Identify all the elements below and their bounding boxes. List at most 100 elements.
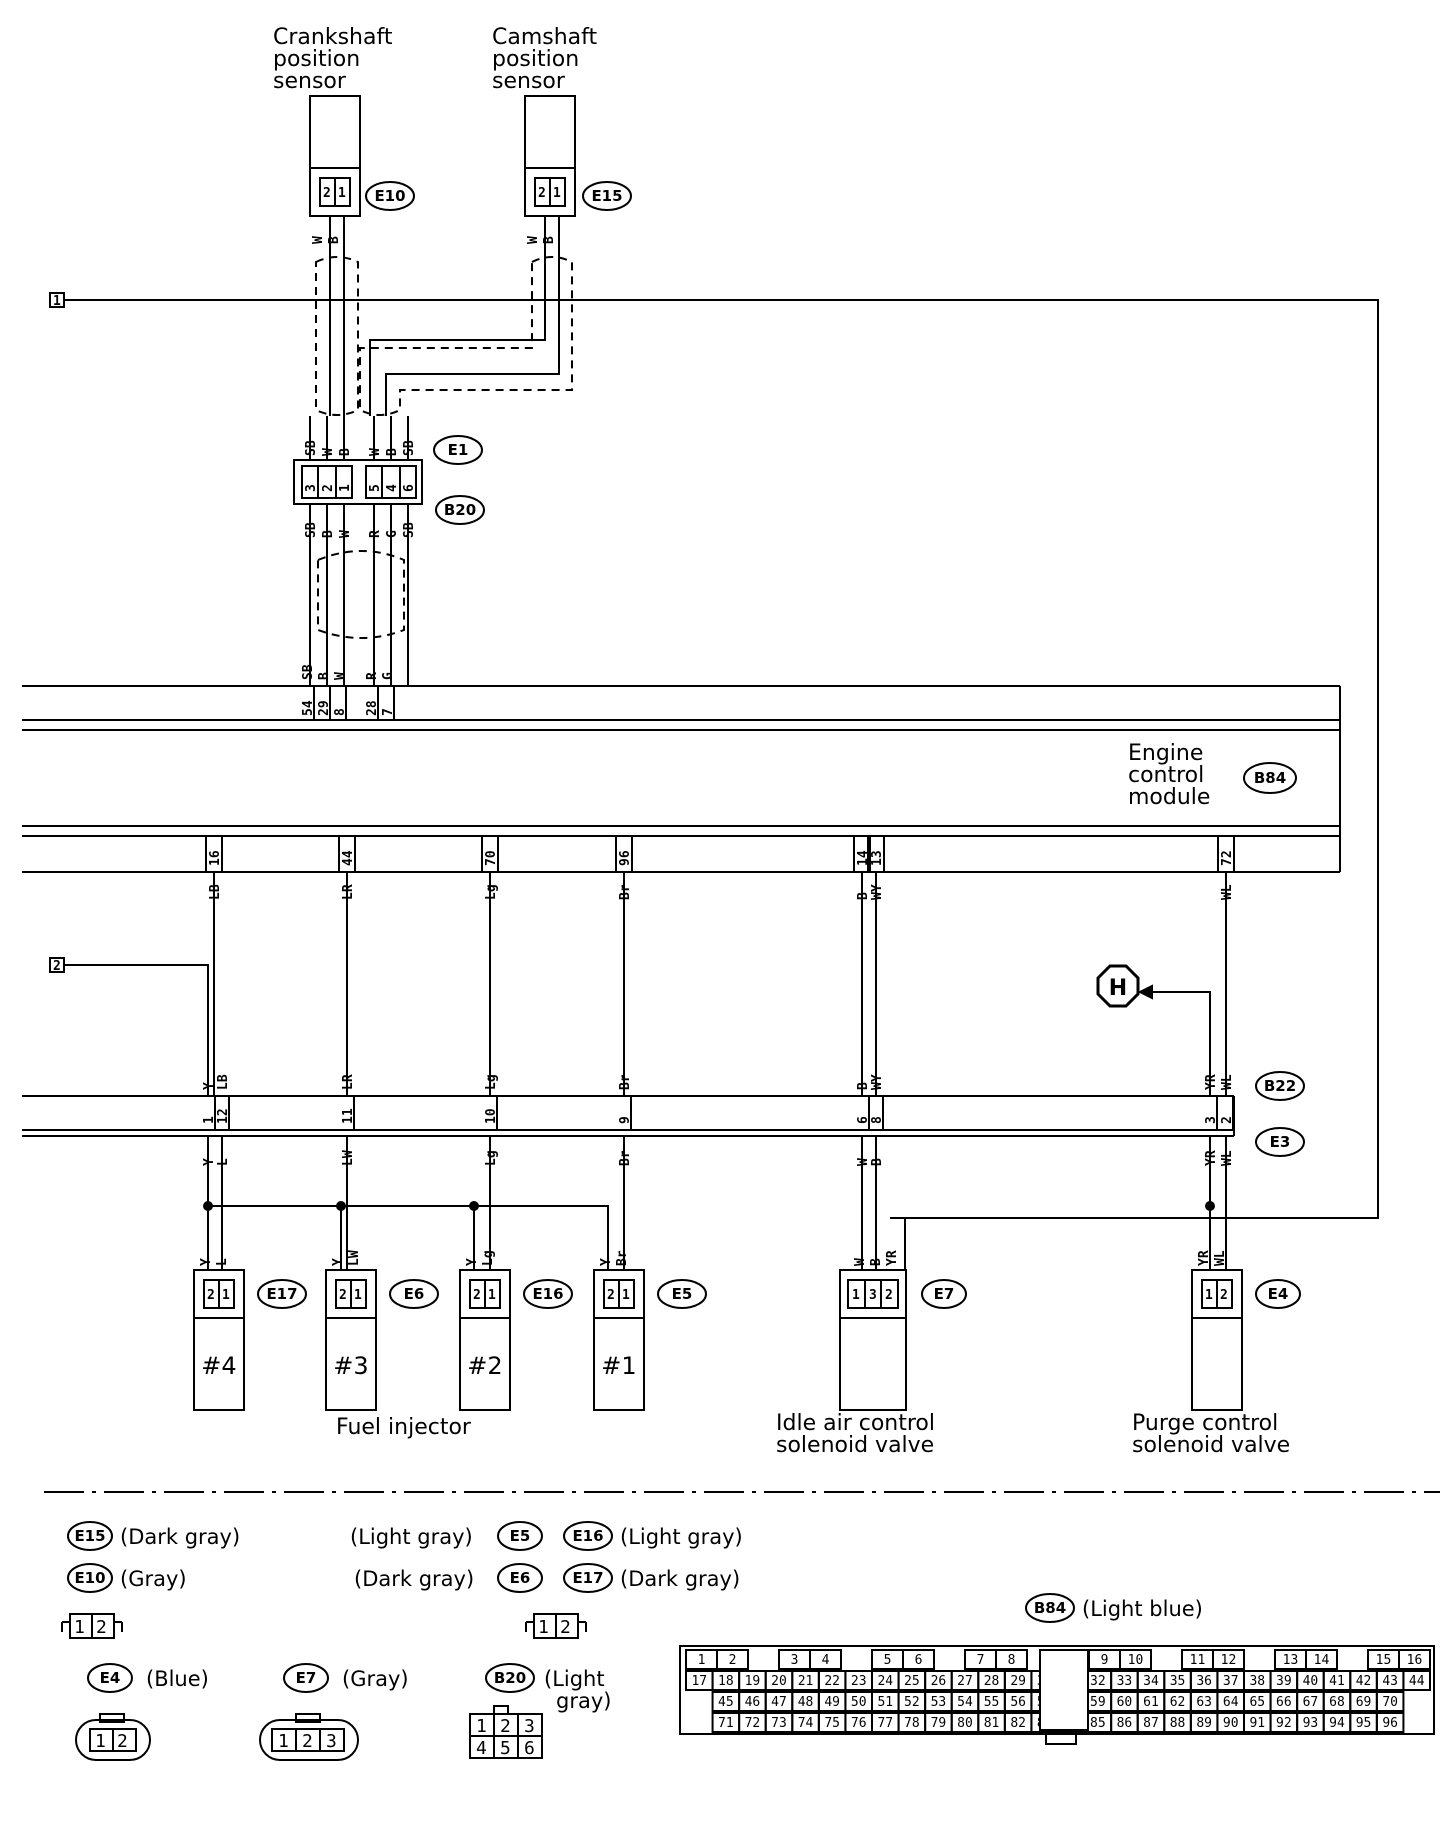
harness-lower-color: WL [1220, 1150, 1235, 1166]
b84-pin: 33 [1117, 1674, 1133, 1689]
harness-lower-color: Br [618, 1150, 633, 1166]
b84-pin: 2 [729, 1653, 737, 1668]
e15-id: E15 [591, 187, 622, 205]
legend-b84-id: B84 [1034, 1599, 1066, 1617]
ref-1-text: 1 [53, 294, 61, 309]
harness-pin-12: 12 [216, 1108, 231, 1124]
harness-pin-3: 3 [1204, 1116, 1219, 1124]
harness-upper-color: LB [216, 1074, 231, 1090]
harness-pin-6: 6 [856, 1116, 871, 1124]
legend-e10-color: (Gray) [120, 1567, 187, 1591]
ecm-bottom-color: LR [341, 884, 356, 900]
harness-upper-color: LR [341, 1074, 356, 1090]
harness-lower-color: Y [202, 1158, 217, 1166]
b84-pin: 23 [851, 1674, 867, 1689]
harness-pin-8: 8 [870, 1116, 885, 1124]
b84-pin: 11 [1190, 1653, 1206, 1668]
idle-valve-label-2: solenoid valve [776, 1433, 934, 1458]
legend-b20-pin1: 1 [476, 1716, 487, 1737]
legend-e15-id: E15 [74, 1527, 105, 1545]
b84-pin: 39 [1276, 1674, 1292, 1689]
b84-pin: 55 [984, 1695, 1000, 1710]
legend-b20-connector: 1 2 3 4 5 6 [469, 1705, 543, 1759]
junction-lower-color: G [385, 530, 400, 538]
b84-pin: 16 [1407, 1653, 1423, 1668]
purge-valve-label-1: Purge control [1132, 1411, 1278, 1436]
b84-pin: 42 [1356, 1674, 1372, 1689]
idle-valve-wire-color: W [853, 1258, 868, 1266]
b84-pin: 75 [824, 1716, 840, 1731]
legend-e15-color: (Dark gray) [120, 1525, 240, 1549]
injector-wire-color: Y [465, 1258, 480, 1266]
harness-upper-color: B [856, 1082, 871, 1090]
b84-pin: 90 [1223, 1716, 1239, 1731]
b84-pin: 73 [771, 1716, 787, 1731]
b84-pin: 66 [1276, 1695, 1292, 1710]
junction-lower-color: W [338, 530, 353, 538]
junction-pin-4: 4 [385, 484, 400, 492]
b84-pin: 77 [877, 1716, 893, 1731]
b84-pin: 62 [1170, 1695, 1186, 1710]
fuel-injector-label: Fuel injector [336, 1415, 472, 1440]
b84-pin: 40 [1303, 1674, 1319, 1689]
b84-pin: 21 [798, 1674, 814, 1689]
b84-pin: 17 [691, 1674, 707, 1689]
svg-text:2: 2 [323, 186, 331, 201]
e15-wire-b: B [542, 236, 557, 244]
ecm-label-3: module [1128, 785, 1210, 810]
harness-pin-10: 10 [484, 1108, 499, 1124]
b84-pin: 5 [884, 1653, 892, 1668]
ecm-top-color: W [333, 672, 348, 680]
purge-valve-wire-color: WL [1213, 1250, 1228, 1266]
ecm-top-pin-8: 8 [333, 708, 348, 716]
injector-wire-color: Lg [481, 1250, 496, 1266]
harness-upper-color: WY [870, 1074, 885, 1090]
b84-pin: 95 [1356, 1716, 1372, 1731]
injector-connector-id: E16 [532, 1285, 563, 1303]
b84-pin: 1 [698, 1653, 706, 1668]
legend-e4-color: (Blue) [146, 1667, 209, 1691]
legend-2pin-connector-b: 1 2 [525, 1613, 587, 1639]
ecm-bottom-color: LB [208, 884, 223, 900]
junction-upper-color: SB [402, 440, 417, 456]
junction-pin-2: 2 [321, 484, 336, 492]
harness-lower-color: W [856, 1158, 871, 1166]
b84-pin: 48 [798, 1695, 814, 1710]
ecm-bottom-color: Lg [484, 884, 499, 900]
junction-pin-5: 5 [368, 484, 383, 492]
e1-id: E1 [448, 441, 469, 459]
ecm-top-pin-54: 54 [301, 700, 316, 716]
injector-wire-color: Y [199, 1258, 214, 1266]
b84-pin: 67 [1303, 1695, 1319, 1710]
b84-pin: 34 [1143, 1674, 1159, 1689]
junction-upper-color: W [368, 448, 383, 456]
b84-pin: 22 [824, 1674, 840, 1689]
ecm-bottom-color: WL [1220, 884, 1235, 900]
b84-pin: 56 [1010, 1695, 1026, 1710]
svg-text:2: 2 [607, 1288, 615, 1303]
b84-pin: 46 [745, 1695, 761, 1710]
b84-pin: 44 [1409, 1674, 1425, 1689]
legend-e16-id: E16 [572, 1527, 603, 1545]
legend-e17-id: E17 [572, 1569, 603, 1587]
b84-pin: 29 [1010, 1674, 1026, 1689]
harness-pin-1: 1 [202, 1116, 217, 1124]
purge-valve-connector-id: E4 [1268, 1285, 1289, 1303]
b84-pin: 45 [718, 1695, 734, 1710]
legend-e5-pre: (Light gray) [350, 1525, 473, 1549]
legend-e4-pin1: 1 [95, 1731, 106, 1752]
b84-pin: 8 [1008, 1653, 1016, 1668]
e15-wire-w: W [526, 236, 541, 244]
ecm-bottom-pin-44: 44 [341, 850, 356, 866]
e10-wire-b: B [327, 236, 342, 244]
b84-pin: 63 [1196, 1695, 1212, 1710]
idle-valve-wire-color: YR [885, 1250, 900, 1266]
legend-b-pin2: 2 [560, 1617, 571, 1638]
harness-lower-color: Lg [484, 1150, 499, 1166]
ref-marker-1: 1 [49, 292, 1379, 1270]
